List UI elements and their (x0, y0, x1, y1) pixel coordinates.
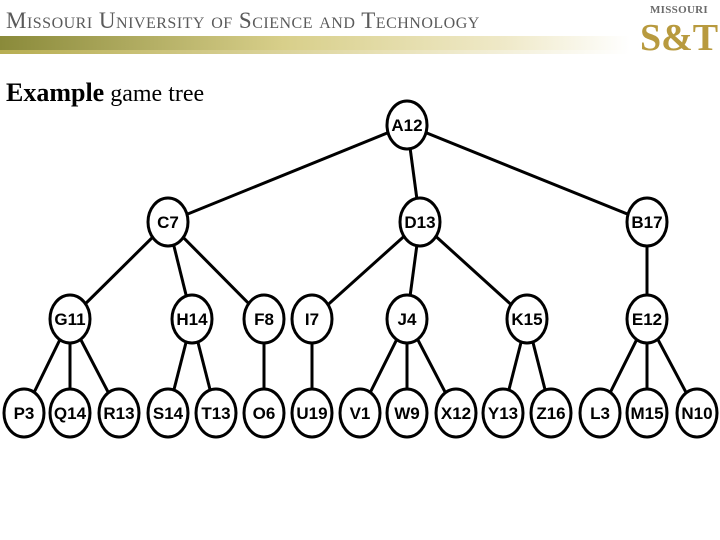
tree-node-d13: D13 (398, 196, 442, 248)
tree-node-label: L3 (590, 404, 610, 423)
tree-node-circle (625, 196, 669, 248)
tree-node-f8: F8 (242, 293, 286, 345)
tree-node-m15: M15 (625, 387, 669, 439)
tree-edges (22, 123, 699, 414)
tree-node-circle (194, 387, 238, 439)
tree-node-a12: A12 (385, 99, 429, 151)
logo-top-text: MISSOURI (649, 4, 709, 16)
institution-name: Missouri University of Science and Techn… (6, 8, 480, 34)
tree-node-label: J4 (398, 310, 417, 329)
tree-node-label: B17 (631, 213, 662, 232)
tree-node-k15: K15 (505, 293, 549, 345)
tree-node-circle (242, 387, 286, 439)
tree-node-o6: O6 (242, 387, 286, 439)
tree-node-circle (385, 99, 429, 151)
tree-node-y13: Y13 (481, 387, 525, 439)
tree-node-circle (625, 387, 669, 439)
tree-node-label: K15 (511, 310, 542, 329)
tree-node-x12: X12 (434, 387, 478, 439)
slide-title-rest: game tree (104, 81, 205, 107)
tree-node-g11: G11 (48, 293, 92, 345)
tree-node-label: A12 (391, 116, 422, 135)
tree-node-label: N10 (681, 404, 712, 423)
tree-node-b17: B17 (625, 196, 669, 248)
tree-node-z16: Z16 (529, 387, 573, 439)
tree-node-circle (242, 293, 286, 345)
tree-node-label: S14 (153, 404, 184, 423)
tree-node-label: I7 (305, 310, 319, 329)
tree-node-circle (338, 387, 382, 439)
institution-name-text: Missouri University of Science and Techn… (6, 8, 480, 33)
tree-node-e12: E12 (625, 293, 669, 345)
tree-node-circle (48, 387, 92, 439)
tree-node-circle (625, 293, 669, 345)
tree-edge-d13-i7 (310, 220, 422, 321)
tree-node-label: C7 (157, 213, 179, 232)
tree-edge-a12-c7 (167, 123, 408, 224)
tree-node-p3: P3 (2, 387, 46, 439)
tree-node-circle (578, 387, 622, 439)
tree-node-n10: N10 (675, 387, 719, 439)
tree-node-circle (146, 387, 190, 439)
university-logo: MISSOURI S&T (640, 2, 718, 60)
tree-node-label: Q14 (54, 404, 87, 423)
tree-node-circle (170, 293, 214, 345)
tree-node-c7: C7 (146, 196, 190, 248)
tree-node-label: X12 (441, 404, 471, 423)
tree-node-circle (290, 293, 334, 345)
header-stripe-accent (0, 50, 630, 54)
tree-node-label: M15 (630, 404, 663, 423)
tree-node-label: D13 (404, 213, 435, 232)
tree-node-label: W9 (394, 404, 420, 423)
slide-title: Example game tree (6, 78, 204, 108)
tree-node-label: P3 (14, 404, 35, 423)
tree-node-l3: L3 (578, 387, 622, 439)
tree-node-u19: U19 (290, 387, 334, 439)
tree-node-j4: J4 (385, 293, 429, 345)
tree-node-q14: Q14 (48, 387, 92, 439)
tree-node-label: E12 (632, 310, 662, 329)
tree-node-s14: S14 (146, 387, 190, 439)
tree-node-circle (675, 387, 719, 439)
tree-node-h14: H14 (170, 293, 214, 345)
tree-node-label: Y13 (488, 404, 518, 423)
tree-node-circle (505, 293, 549, 345)
header-banner: Missouri University of Science and Techn… (0, 0, 720, 62)
tree-node-t13: T13 (194, 387, 238, 439)
tree-node-i7: I7 (290, 293, 334, 345)
tree-node-circle (481, 387, 525, 439)
tree-node-circle (97, 387, 141, 439)
tree-node-label: H14 (176, 310, 208, 329)
tree-node-w9: W9 (385, 387, 429, 439)
tree-node-circle (290, 387, 334, 439)
tree-node-label: R13 (103, 404, 134, 423)
tree-node-label: G11 (54, 310, 85, 329)
tree-node-circle (398, 196, 442, 248)
tree-node-circle (385, 293, 429, 345)
tree-node-r13: R13 (97, 387, 141, 439)
tree-node-label: O6 (253, 404, 276, 423)
tree-node-label: F8 (254, 310, 274, 329)
header-stripe (0, 36, 630, 50)
tree-node-circle (146, 196, 190, 248)
slide-title-bold: Example (6, 78, 105, 107)
tree-node-circle (48, 293, 92, 345)
tree-node-label: T13 (201, 404, 230, 423)
tree-edge-d13-k15 (418, 220, 529, 321)
tree-node-label: V1 (350, 404, 371, 423)
tree-node-circle (2, 387, 46, 439)
tree-node-circle (434, 387, 478, 439)
logo-main-text: S&T (640, 17, 719, 59)
tree-edge-a12-b17 (406, 123, 648, 224)
tree-node-label: Z16 (536, 404, 565, 423)
tree-node-label: U19 (296, 404, 327, 423)
tree-node-circle (529, 387, 573, 439)
tree-node-v1: V1 (338, 387, 382, 439)
tree-node-circle (385, 387, 429, 439)
